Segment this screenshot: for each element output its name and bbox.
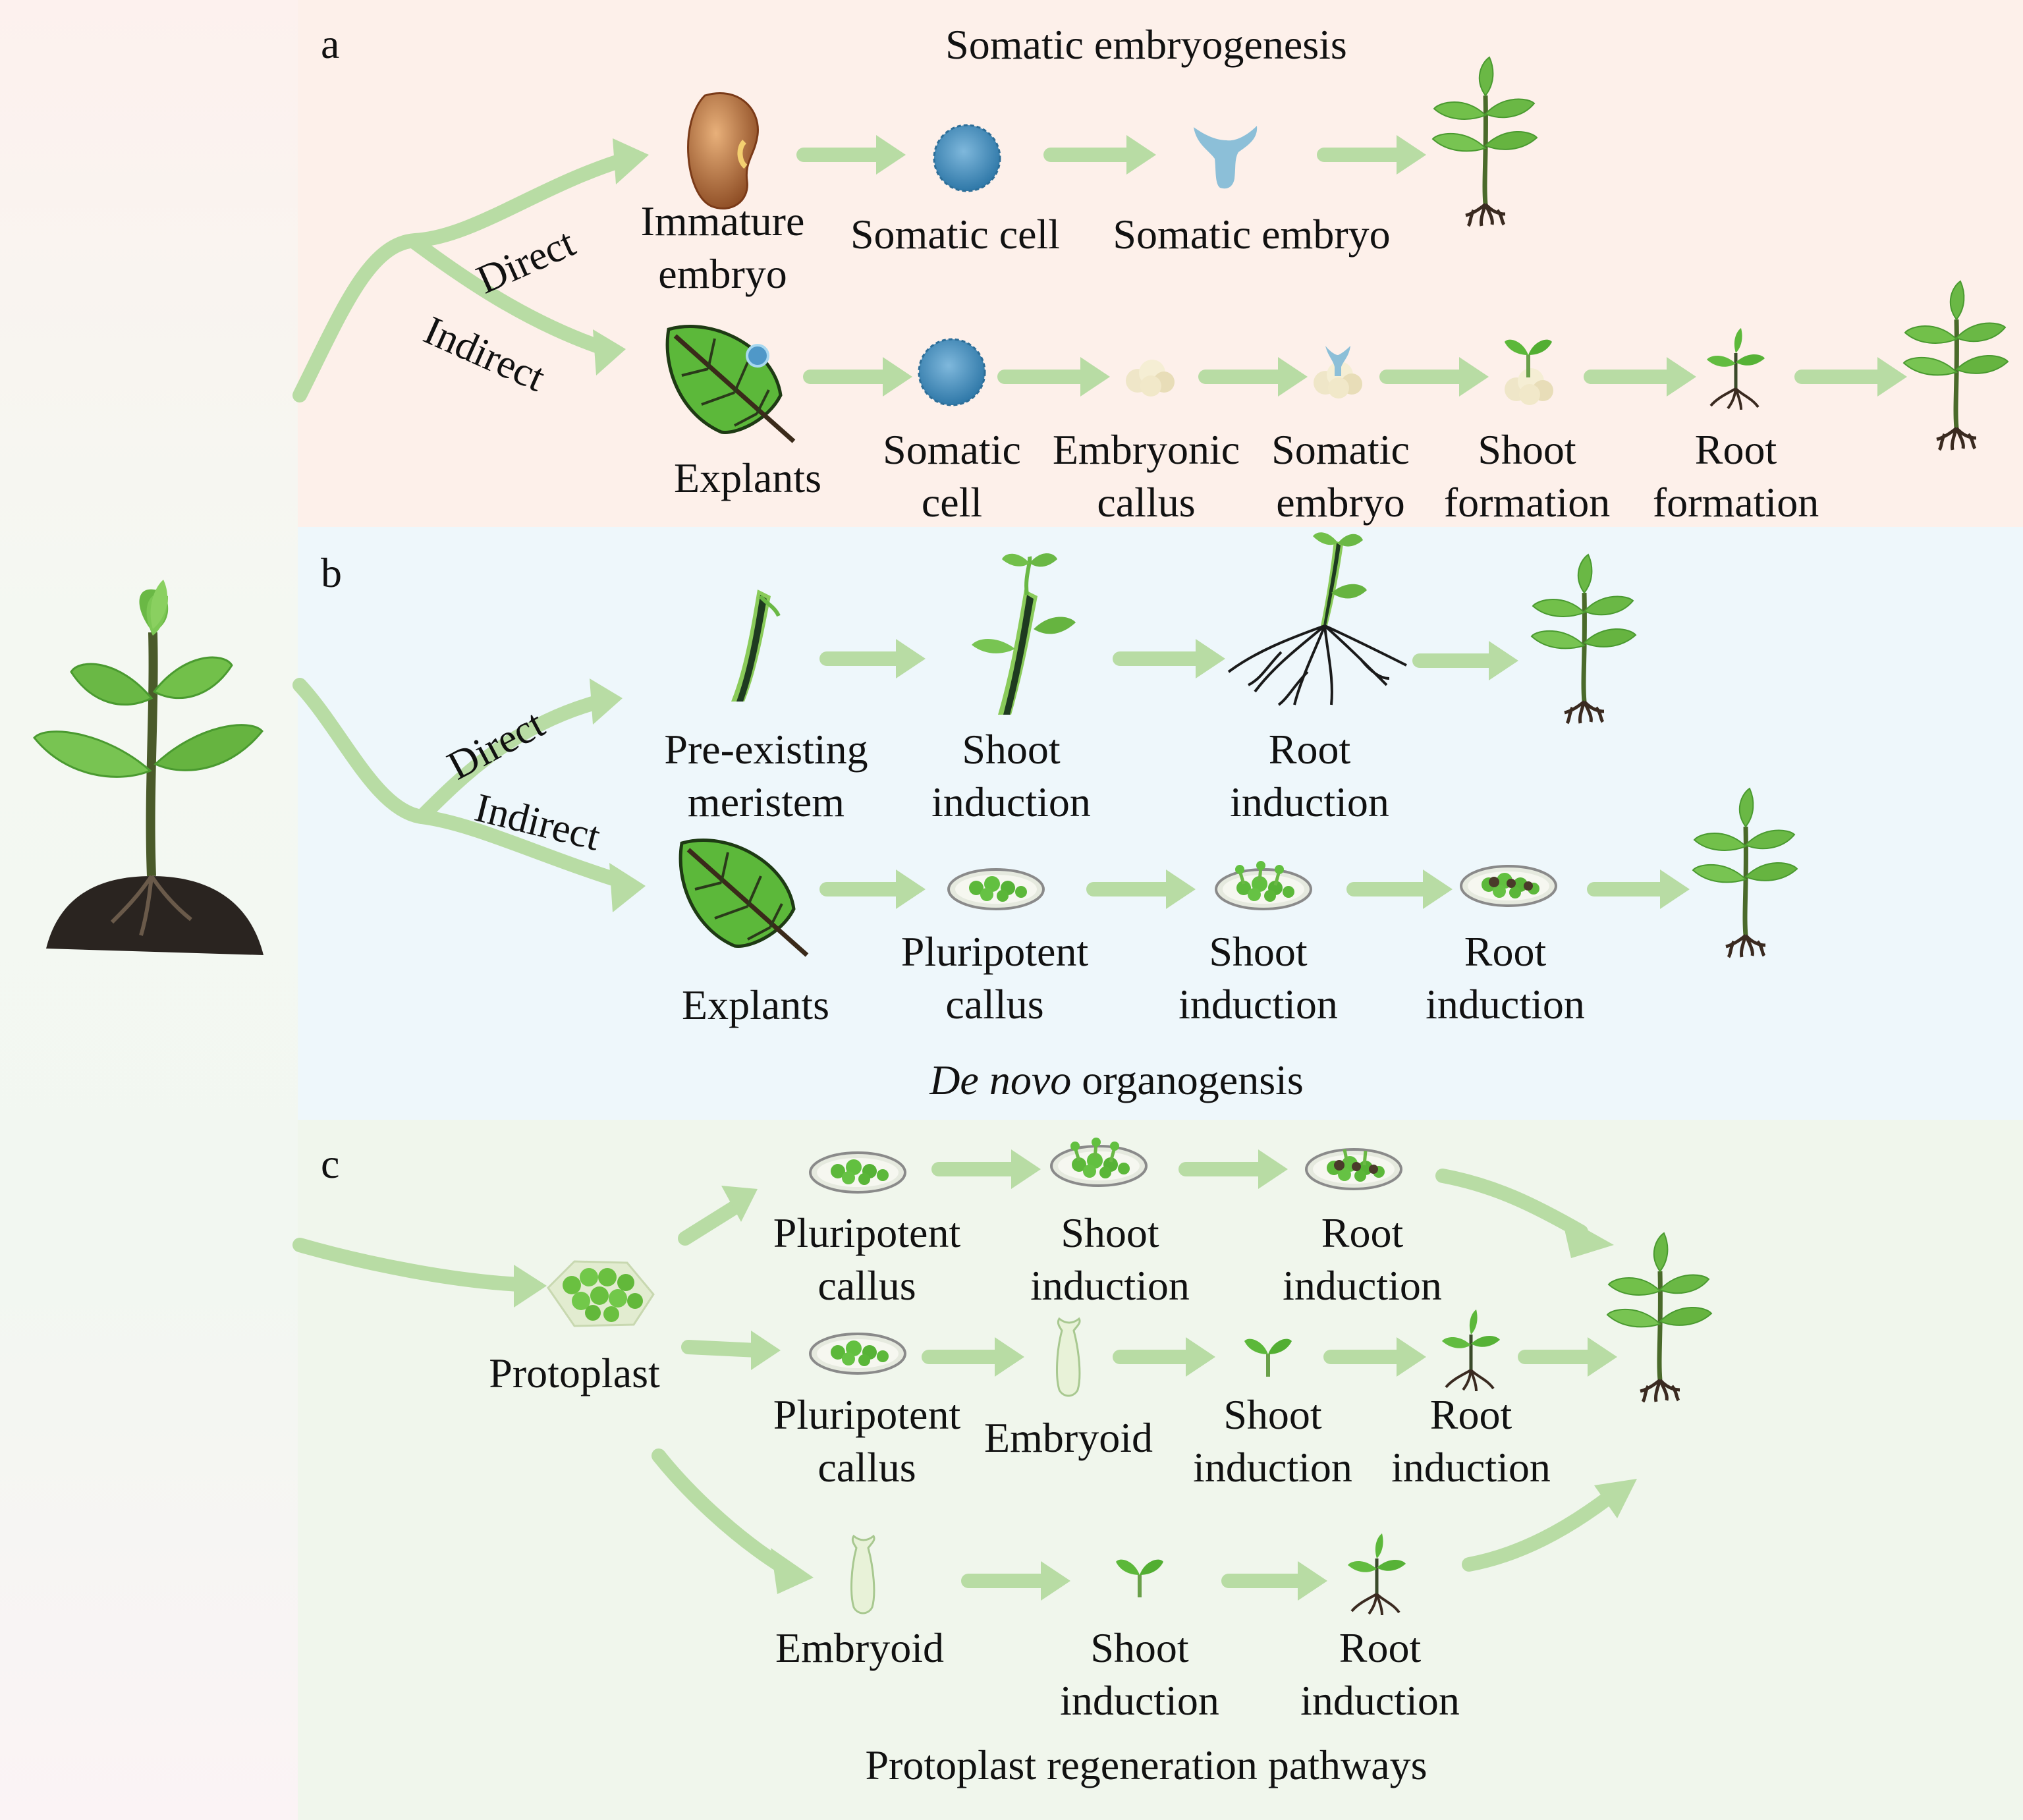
petri-dish-shoot-icon xyxy=(1215,861,1312,910)
petri-dish-root-icon xyxy=(1460,865,1557,907)
step-label: Somatic embryo xyxy=(1113,211,1391,258)
panel-c-arrows xyxy=(292,1162,1615,1588)
shoot-induction-icon xyxy=(972,553,1076,715)
panel-a-title: Somatic embryogenesis xyxy=(945,21,1347,68)
petri-dish-icon xyxy=(809,1333,906,1375)
step-label: Somatic cell xyxy=(850,211,1061,258)
panel-c-title: Protoplast regeneration pathways xyxy=(865,1742,1427,1788)
somatic-cell-icon xyxy=(933,124,1001,192)
heart-embryo-icon xyxy=(1194,126,1258,189)
bean-icon xyxy=(687,92,759,210)
petri-dish-shoot-icon xyxy=(1050,1138,1148,1187)
petri-dish-icon xyxy=(809,1151,906,1194)
source-plant-icon xyxy=(33,580,263,955)
petri-dish-icon xyxy=(947,868,1045,910)
panel-a-bg xyxy=(298,0,2023,527)
explant-leaf-icon xyxy=(667,327,794,441)
root-system-icon xyxy=(1227,532,1407,706)
protoplast-icon xyxy=(547,1260,655,1327)
panel-b-letter: b xyxy=(321,549,342,596)
panel-b-title: De novo organogensis xyxy=(929,1057,1304,1103)
step-label: Embryoid xyxy=(775,1624,944,1671)
panel-a-arrowheads xyxy=(593,135,1907,397)
step-label: Embryoid xyxy=(984,1414,1153,1461)
panel-b-arrowheads xyxy=(590,639,1690,912)
petri-dish-root-icon xyxy=(1305,1148,1402,1190)
callus-embryo-icon xyxy=(1314,346,1362,399)
step-label: Explants xyxy=(682,981,829,1028)
stem-cutting-icon xyxy=(731,590,781,702)
panel-c-arrowheads xyxy=(514,1149,1637,1601)
step-label: Explants xyxy=(674,455,821,501)
protoplast-label: Protoplast xyxy=(489,1350,660,1396)
panel-c-letter: c xyxy=(321,1140,340,1187)
panel-b-bg xyxy=(298,527,2023,1120)
panel-c-bg xyxy=(298,1120,2023,1820)
somatic-cell-icon xyxy=(918,338,986,406)
panel-a-letter: a xyxy=(321,20,340,67)
panel-b-arrows xyxy=(292,651,1674,896)
panel-a-arrows xyxy=(292,148,1891,402)
